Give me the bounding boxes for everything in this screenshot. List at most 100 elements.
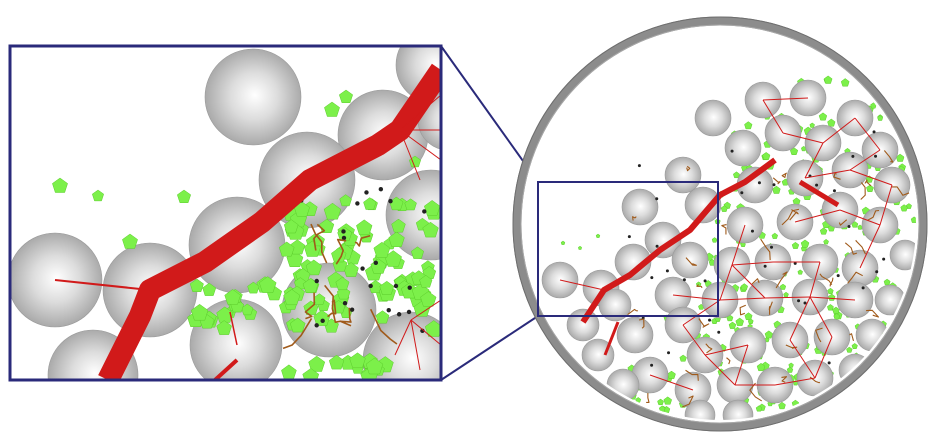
sphere xyxy=(566,308,600,342)
network-link xyxy=(734,344,749,386)
particle xyxy=(52,177,68,193)
particle xyxy=(657,398,664,406)
dark-dot xyxy=(627,235,631,239)
particle xyxy=(259,276,277,293)
container-branches xyxy=(627,150,910,408)
network-link xyxy=(794,209,841,223)
branch xyxy=(685,369,699,381)
particle xyxy=(92,189,104,202)
dark-dot xyxy=(827,361,831,365)
particle xyxy=(740,283,748,291)
dark-dot xyxy=(793,261,797,265)
branch xyxy=(789,209,799,221)
network-link xyxy=(809,296,833,338)
particle xyxy=(379,280,395,295)
particle xyxy=(744,121,753,130)
particle xyxy=(339,194,352,207)
branch xyxy=(809,376,821,384)
particle xyxy=(339,89,353,103)
particle xyxy=(827,287,834,294)
network-link xyxy=(54,279,151,291)
inset-particles xyxy=(52,89,441,380)
sphere xyxy=(614,243,652,281)
inset-frame xyxy=(8,44,443,382)
sphere xyxy=(598,288,632,322)
dark-dot xyxy=(650,276,654,280)
branch xyxy=(781,376,788,383)
network-link xyxy=(798,179,840,208)
particle xyxy=(819,227,828,235)
dark-dot xyxy=(757,181,761,185)
dark-dot xyxy=(314,323,319,328)
particle xyxy=(595,233,601,238)
particle xyxy=(771,232,778,239)
dark-dot xyxy=(797,299,801,303)
branch xyxy=(696,284,703,289)
particle xyxy=(877,115,884,121)
branch xyxy=(847,271,863,284)
particle xyxy=(578,245,582,250)
dark-dot xyxy=(874,154,878,158)
network-link xyxy=(399,94,441,131)
branch xyxy=(760,238,771,261)
network-link xyxy=(854,117,881,151)
dark-dot xyxy=(667,351,671,355)
particle xyxy=(328,354,345,370)
dark-dot xyxy=(682,278,686,282)
network-link xyxy=(704,354,736,386)
particle xyxy=(247,281,260,294)
particle xyxy=(827,118,836,127)
dark-dot xyxy=(803,301,807,305)
sphere xyxy=(581,338,615,372)
dark-dot xyxy=(750,229,754,233)
dark-dot xyxy=(355,201,360,206)
network-link xyxy=(804,169,851,179)
branch xyxy=(864,179,872,187)
branch xyxy=(339,307,352,327)
branch xyxy=(849,333,854,342)
dark-dot xyxy=(342,300,348,306)
network-link xyxy=(814,336,833,379)
network-link xyxy=(672,294,721,301)
particle xyxy=(305,259,322,276)
sphere xyxy=(616,316,654,354)
dark-dot xyxy=(393,283,399,289)
network-link xyxy=(682,299,721,326)
particle xyxy=(728,321,737,329)
network-link xyxy=(704,344,749,356)
particle xyxy=(302,368,320,380)
branch xyxy=(891,186,910,196)
branch xyxy=(313,223,326,251)
branch xyxy=(739,304,746,316)
branch xyxy=(775,271,788,289)
particle xyxy=(833,313,840,320)
network-link xyxy=(410,319,421,371)
particle xyxy=(356,219,373,235)
particle xyxy=(189,278,204,292)
branch xyxy=(685,257,697,266)
zoom-connector-top xyxy=(440,45,539,183)
branch xyxy=(772,177,781,185)
branch xyxy=(627,308,638,315)
inset-network xyxy=(54,63,441,380)
network-link xyxy=(229,311,238,346)
particle xyxy=(560,240,566,245)
particle xyxy=(783,291,789,298)
branch xyxy=(815,327,823,343)
particle xyxy=(375,310,390,324)
dark-dot xyxy=(422,209,427,214)
dark-dot xyxy=(770,245,774,249)
network-link xyxy=(410,319,441,346)
network-link xyxy=(731,261,774,266)
particle xyxy=(283,219,299,234)
particle xyxy=(323,202,342,220)
particle xyxy=(424,200,441,216)
branch xyxy=(310,223,328,264)
branch xyxy=(681,395,694,408)
particle xyxy=(823,238,829,245)
network-link xyxy=(399,129,421,181)
dark-dot xyxy=(836,274,840,278)
particle xyxy=(122,233,138,249)
particle xyxy=(778,401,786,410)
